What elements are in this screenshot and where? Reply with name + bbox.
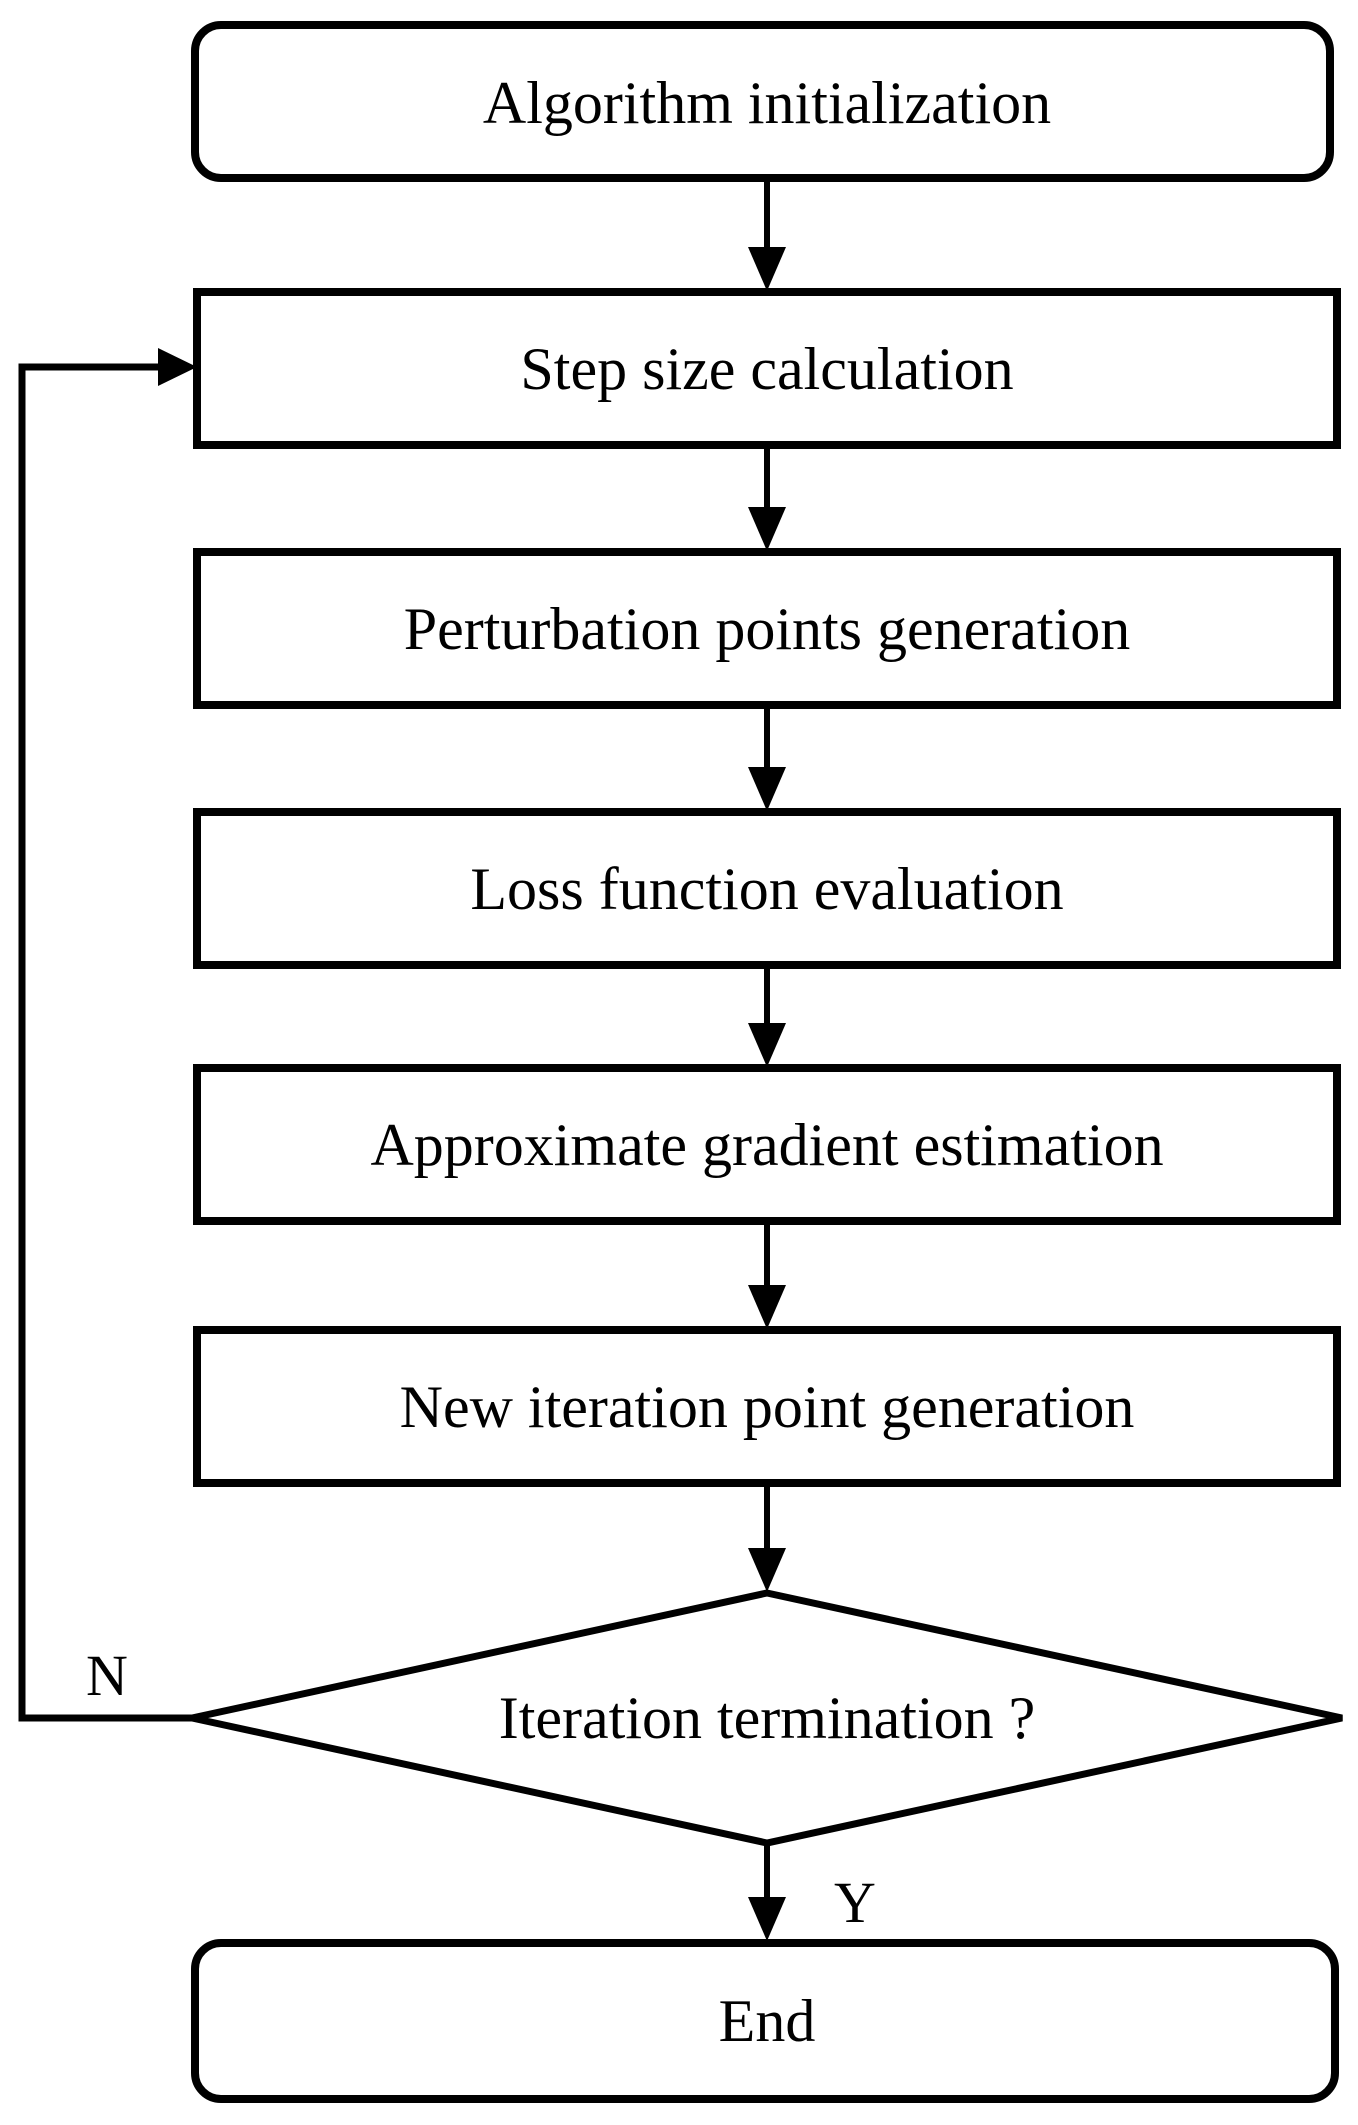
node-algorithm-initialization: Algorithm initialization (191, 21, 1334, 182)
node-end: End (191, 1939, 1339, 2103)
arrowhead-down-icon (748, 507, 786, 551)
node-new-iteration-point-generation: New iteration point generation (193, 1326, 1341, 1487)
arrowhead-down-icon (748, 1897, 786, 1941)
node-label: New iteration point generation (400, 1374, 1135, 1440)
process-shape (193, 1326, 1341, 1487)
arrowhead-down-icon (748, 1023, 786, 1067)
arrowhead-down-icon (748, 1548, 786, 1592)
edge-loss-to-gradient (748, 965, 786, 1067)
node-label: Approximate gradient estimation (370, 1112, 1163, 1178)
process-shape (193, 288, 1341, 449)
terminal-shape (191, 21, 1334, 182)
node-label: Perturbation points generation (404, 596, 1131, 662)
terminal-shape (191, 1939, 1339, 2103)
decision-diamond-shape (191, 1589, 1343, 1847)
arrowhead-right-icon (158, 348, 197, 386)
node-label: Iteration termination ? (499, 1685, 1035, 1751)
node-loss-function-evaluation: Loss function evaluation (193, 808, 1341, 969)
arrowhead-down-icon (748, 767, 786, 811)
edge-label-no: N (86, 1643, 128, 1708)
arrowhead-down-icon (748, 1285, 786, 1329)
arrowhead-down-icon (748, 247, 786, 291)
node-label: Step size calculation (520, 336, 1013, 402)
edge-gradient-to-newpoint (748, 1221, 786, 1329)
node-label: Algorithm initialization (483, 70, 1051, 136)
node-perturbation-points-generation: Perturbation points generation (193, 548, 1341, 709)
node-step-size-calculation: Step size calculation (193, 288, 1341, 449)
process-shape (193, 1064, 1341, 1225)
edge-stepsize-to-perturbation (748, 445, 786, 551)
node-approximate-gradient-estimation: Approximate gradient estimation (193, 1064, 1341, 1225)
edge-decision-to-end: Y (748, 1843, 876, 1941)
node-iteration-termination-decision: Iteration termination ? (191, 1589, 1343, 1847)
edge-perturbation-to-loss (748, 705, 786, 811)
loop-edge-path (18, 363, 192, 1722)
edge-decision-loop-to-stepsize: N (18, 348, 197, 1722)
process-shape (193, 808, 1341, 969)
edge-newpoint-to-decision (748, 1483, 786, 1592)
edge-label-yes: Y (834, 1870, 876, 1935)
node-label: Loss function evaluation (470, 856, 1063, 922)
process-shape (193, 548, 1341, 709)
node-label: End (719, 1988, 816, 2054)
edge-start-to-stepsize (748, 178, 786, 291)
